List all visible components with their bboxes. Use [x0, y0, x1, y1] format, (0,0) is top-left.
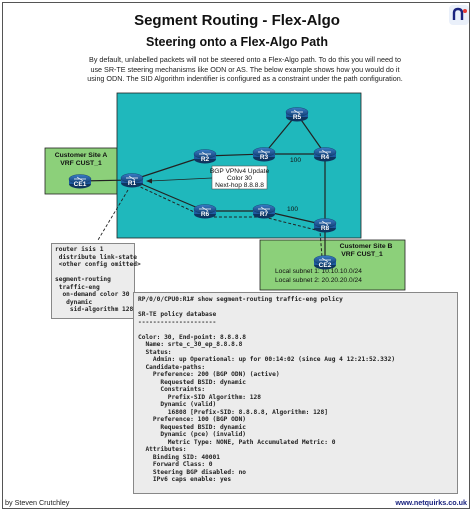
router-icon-r6: R6: [193, 204, 217, 219]
bgp-line: Color 30: [227, 175, 252, 182]
router-label-r2: R2: [201, 156, 210, 163]
router-icon-r7: R7: [252, 204, 276, 219]
link-r1-r6: [131, 179, 206, 212]
router-label-r5: R5: [293, 114, 302, 121]
intro-text: By default, unlabelled packets will not …: [80, 55, 410, 84]
router-label-r3: R3: [260, 154, 269, 161]
site-a-vrf: VRF CUST_1: [60, 160, 102, 167]
site-b-subnet-2: Local subnet 2: 20.20.20.0/24: [275, 277, 362, 284]
metric-r7-r8: 100: [287, 206, 298, 213]
router-icon-r3: R3: [252, 147, 276, 162]
router-icon-ce2: CE2: [313, 255, 337, 270]
router-label-ce2: CE2: [319, 262, 332, 269]
site-a-title: Customer Site A: [55, 152, 108, 159]
link-r1-r2: [131, 155, 206, 181]
intro-line: By default, unlabelled packets will not …: [89, 55, 401, 64]
author-credit: by Steven Crutchley: [5, 498, 70, 507]
router-label-r6: R6: [201, 211, 210, 218]
page-subtitle: Steering onto a Flex-Algo Path: [146, 35, 328, 49]
router-label-r7: R7: [260, 211, 269, 218]
bgp-update-box: [211, 165, 268, 190]
router-icon-ce1: CE1: [68, 174, 92, 189]
router-icon-r8: R8: [313, 218, 337, 233]
sp-core-network: [116, 92, 362, 239]
website-link[interactable]: www.netquirks.co.uk: [395, 498, 467, 507]
bgp-arrowhead: [146, 178, 152, 184]
site-b-title: Customer Site B: [340, 243, 393, 250]
page-title: Segment Routing - Flex-Algo: [134, 12, 340, 29]
router-label-r1: R1: [128, 180, 137, 187]
router-label-ce1: CE1: [74, 181, 87, 188]
router-icon-r1: R1: [120, 173, 144, 188]
bgp-arrow: [149, 177, 213, 182]
router-icon-r2: R2: [193, 149, 217, 164]
router-label-r4: R4: [321, 154, 330, 161]
router-icon-r5: R5: [285, 107, 309, 122]
bgp-line: Next-hop 8.8.8.8: [215, 182, 264, 189]
intro-line: using ODN. The SID Algorithm indentifier…: [87, 74, 403, 84]
intro-line: use SR-TE steering mechanisms like ODN o…: [90, 64, 400, 74]
router-label-r8: R8: [321, 225, 330, 232]
r1-config-snippet: router isis 1 distribute link-state <oth…: [51, 243, 141, 319]
router-icon-r4: R4: [313, 147, 337, 162]
metric-r3-r4: 100: [290, 157, 301, 164]
bgp-line: BGP VPNv4 Update: [210, 168, 270, 175]
site-b-subnet-1: Local subnet 1: 10.10.10.0/24: [275, 268, 362, 275]
netquirks-logo-icon: [449, 5, 469, 25]
site-b-vrf: VRF CUST_1: [341, 251, 383, 258]
sr-te-policy-output: RP/0/0/CPU0:R1# show segment-routing tra…: [133, 292, 458, 494]
